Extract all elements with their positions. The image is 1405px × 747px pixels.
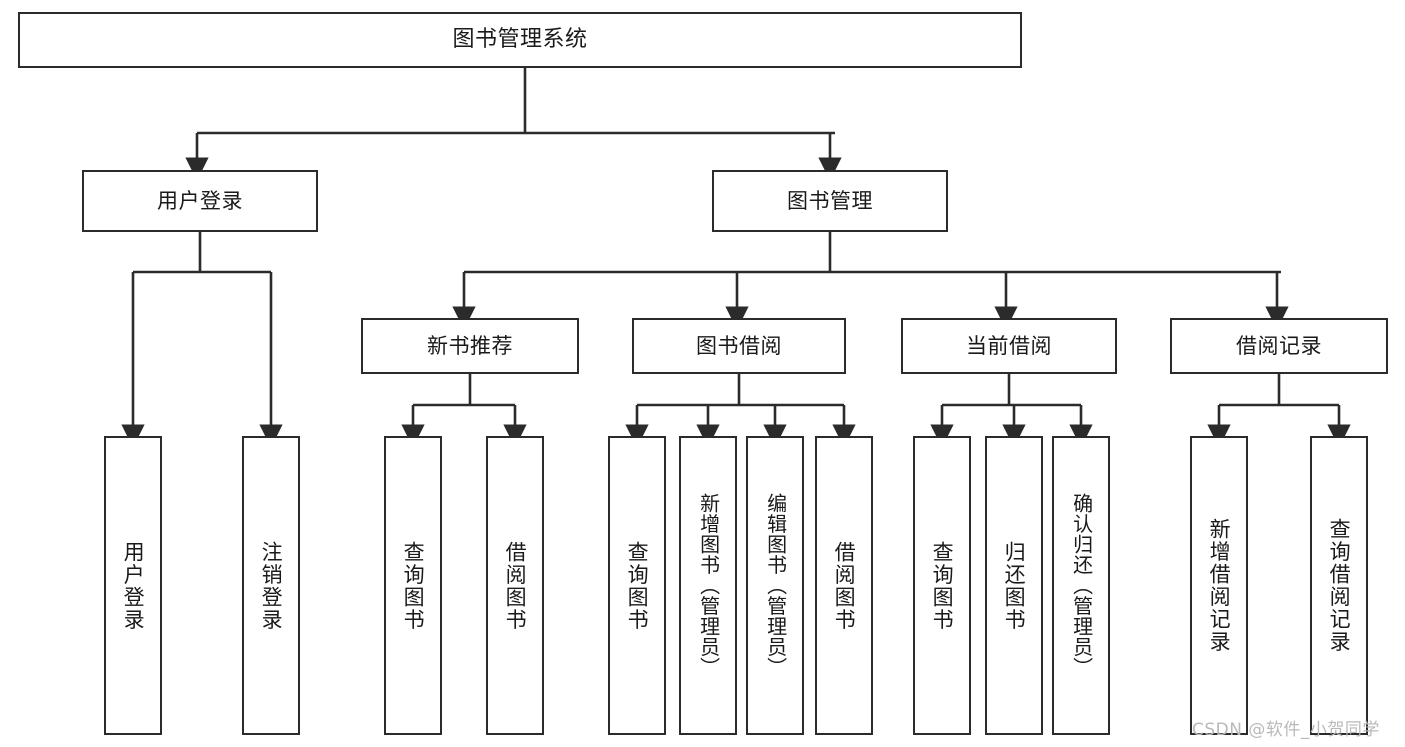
leaf-edit-book[interactable]: 编辑图书（管理员）: [746, 436, 804, 735]
node-user-login-label: 用户登录: [157, 188, 243, 213]
leaf-add-loan-record-label: 新增借阅记录: [1207, 518, 1232, 653]
edge-group-current-loan: [930, 374, 1093, 448]
leaf-user-logout-label: 注销登录: [259, 540, 284, 631]
leaf-query-book-1[interactable]: 查询图书: [384, 436, 442, 735]
leaf-query-book-2-label: 查询图书: [625, 540, 650, 631]
leaf-user-logout[interactable]: 注销登录: [242, 436, 300, 735]
edge-group-user-login: [121, 232, 283, 448]
leaf-query-book-3[interactable]: 查询图书: [913, 436, 971, 735]
edge-group-loan-record: [1207, 374, 1351, 448]
node-book-manage-label: 图书管理: [787, 188, 873, 213]
leaf-user-login-label: 用户登录: [121, 540, 146, 631]
leaf-add-book-label: 新增图书（管理员）: [696, 493, 721, 678]
leaf-borrow-book-1[interactable]: 借阅图书: [486, 436, 544, 735]
edge-group-root: [185, 68, 842, 181]
leaf-add-loan-record[interactable]: 新增借阅记录: [1190, 436, 1248, 735]
leaf-query-book-2[interactable]: 查询图书: [608, 436, 666, 735]
node-loan-record-label: 借阅记录: [1236, 333, 1322, 358]
edge-group-book-manage: [452, 232, 1289, 330]
leaf-query-loan-record[interactable]: 查询借阅记录: [1310, 436, 1368, 735]
leaf-query-book-1-label: 查询图书: [401, 540, 426, 631]
node-new-book-recommend-label: 新书推荐: [427, 333, 513, 358]
leaf-borrow-book-2[interactable]: 借阅图书: [815, 436, 873, 735]
leaf-query-loan-record-label: 查询借阅记录: [1327, 518, 1352, 653]
leaf-query-book-3-label: 查询图书: [930, 540, 955, 631]
leaf-add-book[interactable]: 新增图书（管理员）: [679, 436, 737, 735]
node-book-borrow-label: 图书借阅: [696, 333, 782, 358]
edge-group-new-book-rec: [401, 374, 527, 448]
leaf-confirm-return-label: 确认归还（管理员）: [1069, 493, 1094, 678]
leaf-borrow-book-2-label: 借阅图书: [832, 540, 857, 631]
leaf-return-book-label: 归还图书: [1002, 540, 1027, 631]
node-user-login[interactable]: 用户登录: [82, 170, 318, 232]
node-current-loan[interactable]: 当前借阅: [901, 318, 1117, 374]
node-root[interactable]: 图书管理系统: [18, 12, 1022, 68]
leaf-return-book[interactable]: 归还图书: [985, 436, 1043, 735]
node-book-manage[interactable]: 图书管理: [712, 170, 948, 232]
node-new-book-recommend[interactable]: 新书推荐: [361, 318, 579, 374]
csdn-watermark: CSDN @软件_小贺同学: [1192, 720, 1380, 740]
node-current-loan-label: 当前借阅: [966, 333, 1052, 358]
leaf-confirm-return[interactable]: 确认归还（管理员）: [1052, 436, 1110, 735]
leaf-borrow-book-1-label: 借阅图书: [503, 540, 528, 631]
node-book-borrow[interactable]: 图书借阅: [632, 318, 846, 374]
node-root-label: 图书管理系统: [452, 27, 588, 52]
leaf-user-login[interactable]: 用户登录: [104, 436, 162, 735]
edge-group-book-borrow: [625, 374, 856, 448]
leaf-edit-book-label: 编辑图书（管理员）: [763, 493, 788, 678]
node-loan-record[interactable]: 借阅记录: [1170, 318, 1388, 374]
